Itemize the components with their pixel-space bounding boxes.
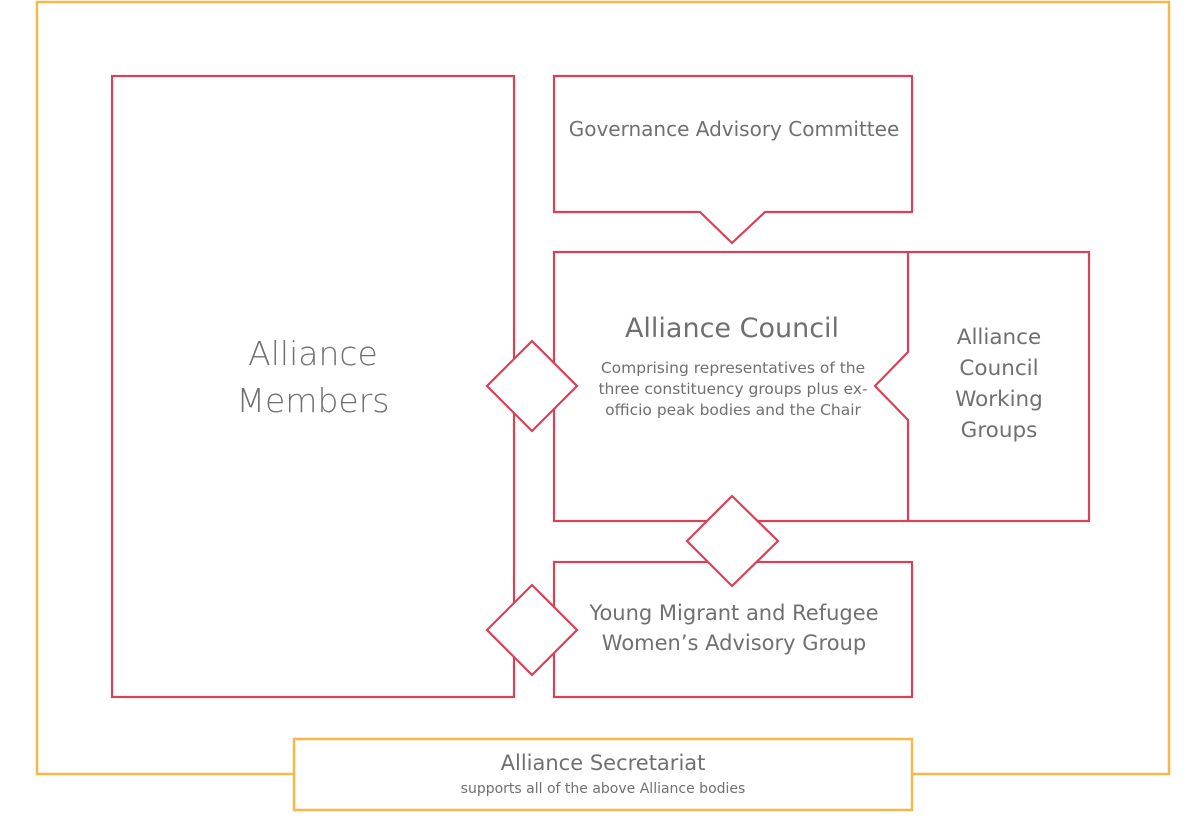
alliance-members-label: Alliance Members [112,330,514,424]
working-groups-line-2: Council [959,356,1039,381]
working-groups-line-3: Working [955,387,1043,412]
governance-committee-label: Governance Advisory Committee [568,117,900,141]
alliance-members-line-2: Members [236,381,390,420]
young-women-advisory-label: Young Migrant and Refugee Women’s Adviso… [589,601,879,655]
alliance-secretariat-box [292,737,914,812]
alliance-members-line-1: Alliance [248,334,378,373]
working-groups-line-4: Groups [960,418,1038,443]
council-young-connector-diamond [685,494,780,588]
governance-committee-callout [552,74,914,245]
alliance-council-description: Comprising representatives of the three … [598,359,868,419]
members-young-connector-diamond [485,583,579,677]
working-groups-label: Alliance Council Working Groups [930,322,1068,446]
secretariat-subtitle: supports all of the above Alliance bodie… [460,781,746,797]
working-groups-line-1: Alliance [956,325,1042,350]
alliance-members-box [110,74,516,699]
secretariat-title: Alliance Secretariat [500,751,706,775]
outer-frame [35,0,1171,776]
working-groups-divider [873,252,910,521]
members-council-connector-diamond [485,339,579,433]
alliance-council-title: Alliance Council [624,313,840,344]
